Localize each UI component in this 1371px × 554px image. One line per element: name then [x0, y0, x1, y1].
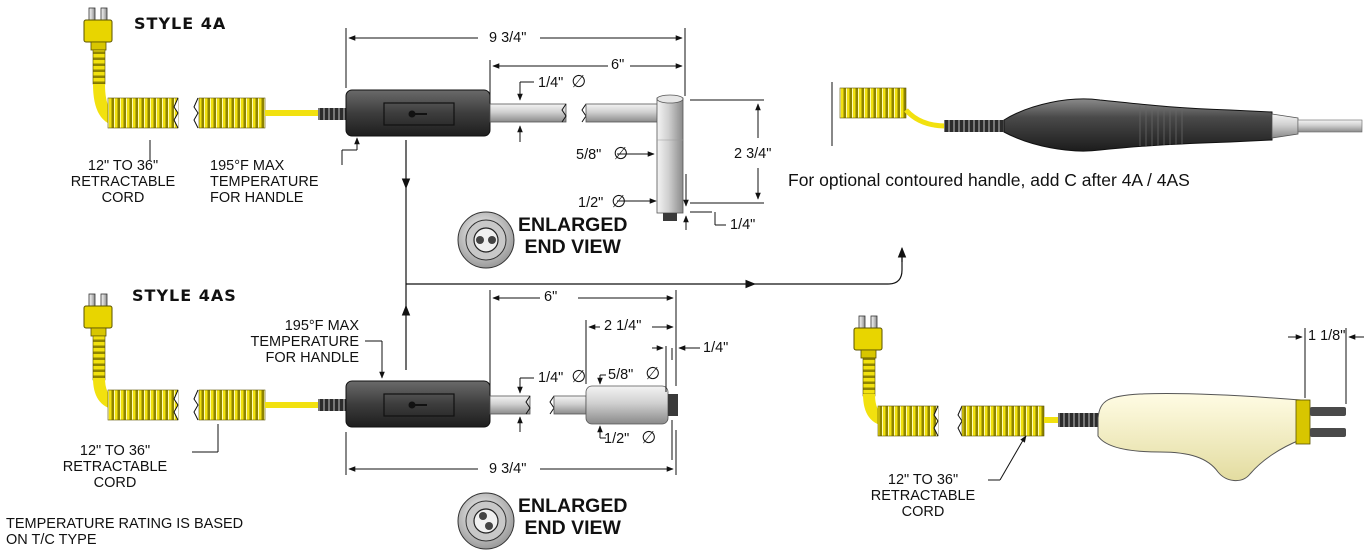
dim-4as-tip-dia: 1/2" ∅	[604, 428, 657, 447]
end-view-icon-4as	[457, 492, 515, 550]
coiled-cord-4as	[107, 389, 179, 421]
dim-4as-shaft-dia: 1/4" ∅	[538, 367, 587, 386]
tip-body-4as	[585, 385, 669, 425]
connector-plug-4as	[83, 293, 113, 381]
ergonomic-handle-probe	[853, 315, 1346, 481]
dim-ergo-tip: 1 1/8"	[1308, 328, 1346, 344]
connector-plug-ergo	[853, 315, 883, 397]
dim-4a-tip-dia: 1/2" ∅	[578, 192, 627, 211]
contoured-handle-note: For optional contoured handle, add C aft…	[788, 170, 1190, 190]
dim-4a-tip-body-dia: 5/8" ∅	[576, 144, 629, 163]
dim-4as-body-length: 2 1/4"	[604, 318, 642, 334]
dim-4as-body-dia: 5/8" ∅	[608, 364, 661, 383]
dim-4as-overall: 9 3/4"	[489, 461, 527, 477]
ergo-dimensions	[988, 328, 1364, 481]
flow-arrows	[401, 140, 907, 370]
connector-plug-4a	[83, 7, 113, 85]
end-view-icon-4a	[457, 211, 515, 269]
tip-4a	[656, 97, 684, 214]
dim-4as-tip-length: 1/4"	[703, 340, 729, 356]
style-4a-assembly	[83, 7, 684, 221]
dim-4a-tip-length: 1/4"	[730, 217, 756, 233]
style-4a-dimensions	[149, 28, 764, 230]
dim-4as-probe-length: 6"	[544, 289, 558, 305]
dim-4a-overall: 9 3/4"	[489, 30, 527, 46]
style-4as-dimensions	[192, 290, 700, 475]
style-4as-title: STYLE 4AS	[132, 286, 237, 305]
style-4as-assembly	[83, 293, 678, 428]
dim-4a-probe-length: 6"	[611, 57, 625, 73]
coiled-cord-4a	[107, 97, 179, 129]
dim-4a-drop-height: 2 3/4"	[734, 146, 772, 162]
style-4a-title: STYLE 4A	[134, 14, 227, 33]
dim-4a-shaft-dia: 1/4" ∅	[538, 72, 587, 91]
contoured-handle-probe	[831, 82, 1363, 152]
